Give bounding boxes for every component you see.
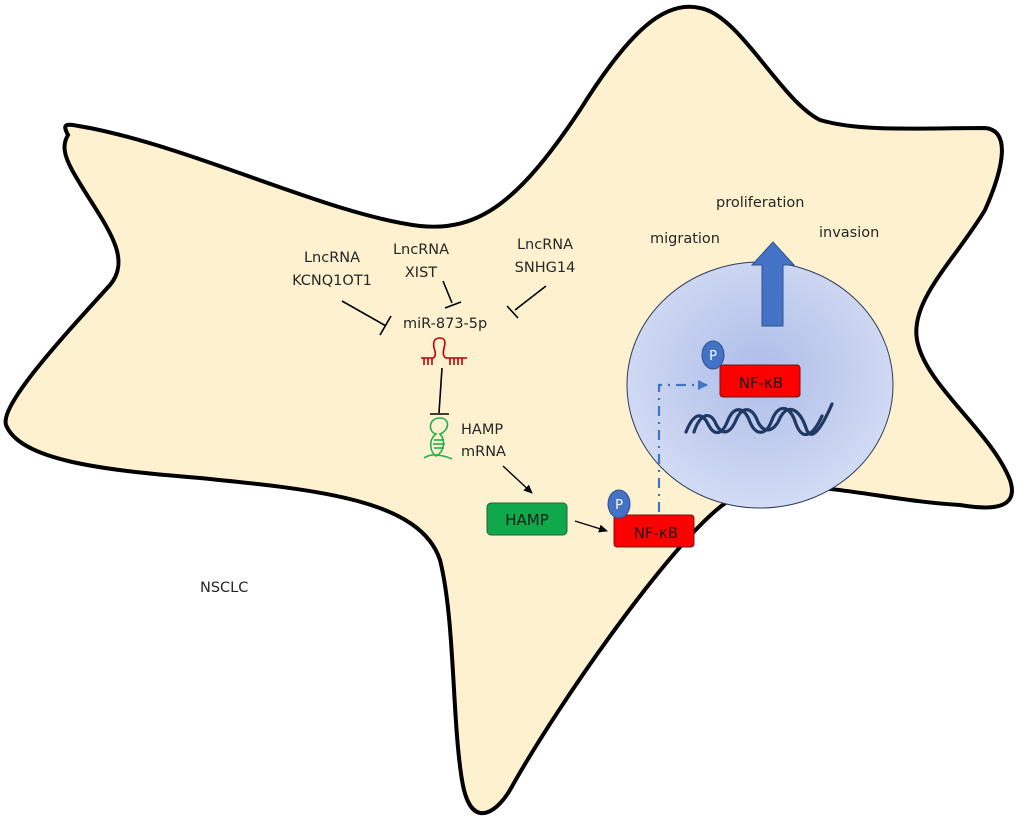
lncrna-xist-line2: XIST [405,265,437,281]
mrna-stemloop-icon [423,417,453,460]
phospho-cytoplasm: P [607,489,631,519]
mirna-hairpin-icon [421,337,467,365]
nfkb-cytoplasm-label: NF-κB [634,524,678,542]
nfkb-nucleus-box: NF-κB [719,364,801,398]
inhibition-snhg14-mirna [506,285,547,319]
inhibition-mirna-mrna [430,367,449,415]
lncrna-kcnq1ot1-line1: LncRNA [304,250,360,266]
nfkb-nucleus-label: NF-κB [739,374,783,392]
lncrna-snhg14-line1: LncRNA [517,237,573,253]
outcome-proliferation: proliferation [716,195,804,211]
translocation-arrow [657,380,708,512]
lncrna-xist-line1: LncRNA [393,242,449,258]
lncrna-kcnq1ot1-line2: KCNQ1OT1 [292,273,372,289]
phospho-nucleus: P [701,340,725,370]
phospho-nucleus-label: P [709,349,717,364]
inhibition-xist-mirna [442,280,462,309]
outcome-migration: migration [650,231,720,247]
phospho-cytoplasm-label: P [615,498,623,513]
inhibition-kcnq1ot1-mirna [341,300,392,336]
mirna-label: miR-873-5p [403,316,487,332]
mrna-label-line2: mRNA [461,444,506,460]
hamp-protein-box: HAMP [486,502,568,536]
lncrna-snhg14-line2: SNHG14 [515,260,576,276]
mrna-label-line1: HAMP [461,422,503,438]
arrow-mrna-hamp [502,465,533,494]
cell-type-label: NSCLC [200,580,248,596]
hamp-protein-label: HAMP [505,511,549,529]
dna-helix-icon [684,402,834,436]
nfkb-cytoplasm-box: NF-κB [613,514,695,548]
upregulation-arrow [750,241,796,327]
outcome-invasion: invasion [819,225,879,241]
arrow-hamp-nfkb [574,520,608,533]
cell-membrane [3,4,1014,816]
